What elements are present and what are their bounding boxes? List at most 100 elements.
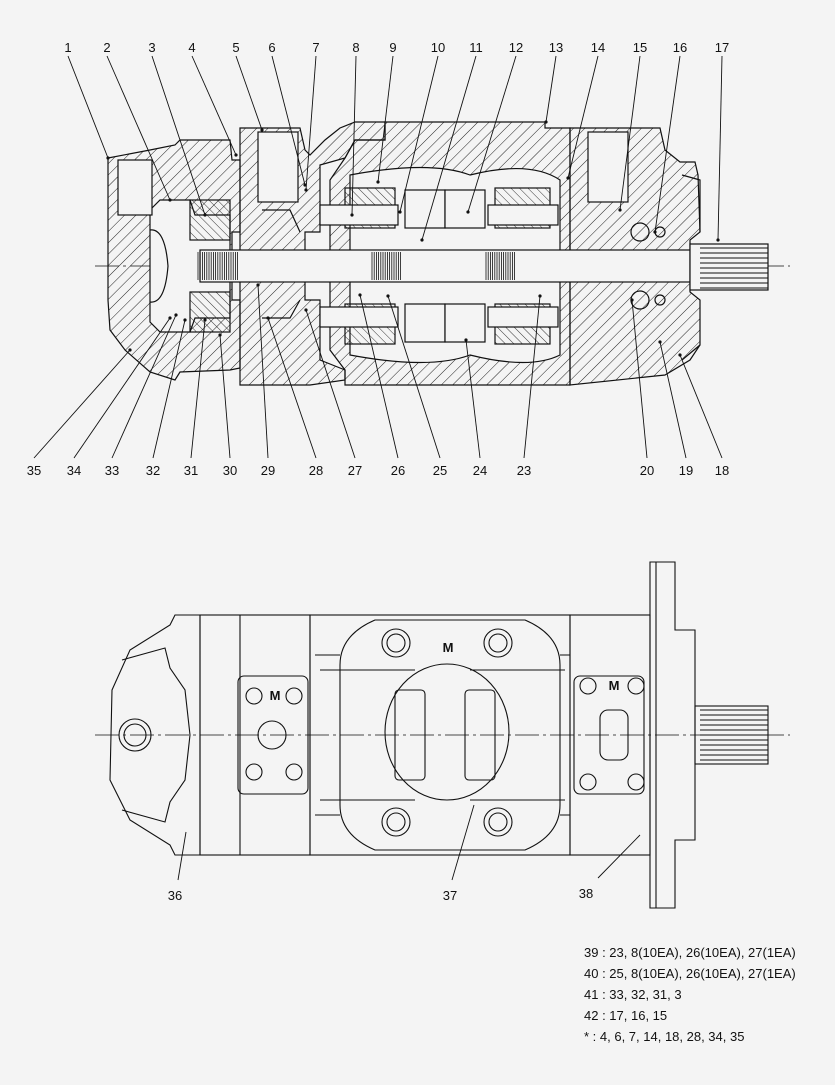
front-seal-upper	[630, 222, 650, 242]
leader-dot-top-13	[544, 120, 548, 124]
leader-bot-25	[387, 295, 441, 459]
leader-dot-bot-30	[218, 333, 222, 337]
legend-line-star: * : 4, 6, 7, 14, 18, 28, 34, 35	[584, 1029, 745, 1044]
leader-top-16	[654, 55, 681, 233]
rear-cover-outline	[109, 614, 201, 856]
leader-dot-top-3	[203, 213, 207, 217]
callout-24: 24	[473, 463, 487, 478]
rear-cover-bolt	[118, 718, 152, 752]
leader-bot-33	[111, 314, 177, 459]
callout-6: 6	[268, 40, 275, 55]
leader-bot-24	[465, 339, 481, 459]
leader-bot-32	[152, 319, 186, 459]
leader-dot-bot-18	[678, 353, 682, 357]
leader-dot-top-5	[260, 128, 264, 132]
legend-line-41: 41 : 33, 32, 31, 3	[584, 987, 682, 1002]
leader-top-7	[305, 55, 317, 191]
callout-4: 4	[188, 40, 195, 55]
callout-7: 7	[312, 40, 319, 55]
leader-dot-top-16	[653, 230, 657, 234]
first-body-seal	[262, 209, 301, 319]
callout-11: 11	[469, 40, 483, 55]
callout-5: 5	[232, 40, 239, 55]
callout-8: 8	[352, 40, 359, 55]
m-mark-center: M	[443, 640, 454, 655]
shaft-spline-rear	[197, 252, 239, 280]
leader-top-12	[467, 55, 517, 213]
callout-13: 13	[549, 40, 563, 55]
leader-bot-35	[33, 349, 131, 459]
leader-bot-23	[523, 295, 541, 459]
rear-cover-bevel	[121, 647, 191, 823]
bottom-callouts: 36 37 38	[168, 804, 641, 903]
callout-15: 15	[633, 40, 647, 55]
m-mark-right: M	[609, 678, 620, 693]
callout-20: 20	[640, 463, 654, 478]
callout-29: 29	[261, 463, 275, 478]
rear-port	[117, 159, 153, 216]
mounting-flange	[649, 561, 696, 909]
leader-top-13	[545, 55, 557, 123]
shaft-spline-center	[485, 252, 515, 280]
callout-23: 23	[517, 463, 531, 478]
bottom-exterior-view	[95, 561, 790, 909]
m-mark-left: M	[270, 688, 281, 703]
leader-bot-29	[257, 284, 269, 459]
shaft-spline-mid	[371, 252, 402, 280]
leader-top-15	[619, 55, 641, 211]
callout-2: 2	[103, 40, 110, 55]
leader-dot-top-9	[376, 180, 380, 184]
callout-34: 34	[67, 463, 81, 478]
first-body-plug	[257, 720, 287, 750]
leader-dot-top-11	[420, 238, 424, 242]
callout-10: 10	[431, 40, 445, 55]
leader-top-1	[67, 55, 109, 159]
leader-bot-26	[359, 294, 399, 459]
output-spline-teeth	[700, 247, 768, 289]
center-boss	[384, 663, 510, 801]
part-kit-legend: 39 : 23, 8(10EA), 26(10EA), 27(1EA) 40 :…	[584, 942, 796, 1047]
leader-bot-20	[631, 299, 648, 459]
leader-dot-bot-35	[128, 348, 132, 352]
drive-shaft	[199, 249, 691, 283]
leader-dot-top-6	[303, 183, 307, 187]
leader-dot-bot-19	[658, 340, 662, 344]
callout-12: 12	[509, 40, 523, 55]
leader-dot-bot-27	[304, 308, 308, 312]
top-sectional-view	[95, 121, 790, 386]
leader-bot-18	[679, 354, 723, 459]
center-flange	[339, 619, 561, 851]
output-spline	[689, 243, 769, 291]
leader-bot-19	[659, 341, 687, 459]
leader-top-3	[151, 55, 206, 216]
bearing-lower	[189, 291, 231, 333]
leader-top-5	[235, 55, 263, 131]
callout-31: 31	[184, 463, 198, 478]
callout-28: 28	[309, 463, 323, 478]
leader-top-6	[271, 55, 306, 186]
leader-dot-bot-29	[256, 283, 260, 287]
leader-dot-bot-32	[183, 318, 187, 322]
leader-top-8	[351, 55, 357, 216]
leader-top-10	[399, 55, 439, 213]
callout-35: 35	[27, 463, 41, 478]
callout-32: 32	[146, 463, 160, 478]
leader-dot-bot-25	[386, 294, 390, 298]
leader-dot-top-10	[398, 210, 402, 214]
legend-line-39: 39 : 23, 8(10EA), 26(10EA), 27(1EA)	[584, 945, 796, 960]
leader-dot-top-2	[168, 198, 172, 202]
callout-38: 38	[579, 886, 593, 901]
leader-dot-bot-28	[266, 316, 270, 320]
leader-dot-top-1	[106, 156, 110, 160]
leader-dot-top-4	[234, 153, 238, 157]
leader-dot-top-8	[350, 213, 354, 217]
leader-dot-top-7	[304, 188, 308, 192]
first-body-plate	[237, 675, 309, 795]
leader-dot-bot-24	[464, 338, 468, 342]
callout-9: 9	[389, 40, 396, 55]
leader-dot-bot-33	[174, 313, 178, 317]
callout-16: 16	[673, 40, 687, 55]
